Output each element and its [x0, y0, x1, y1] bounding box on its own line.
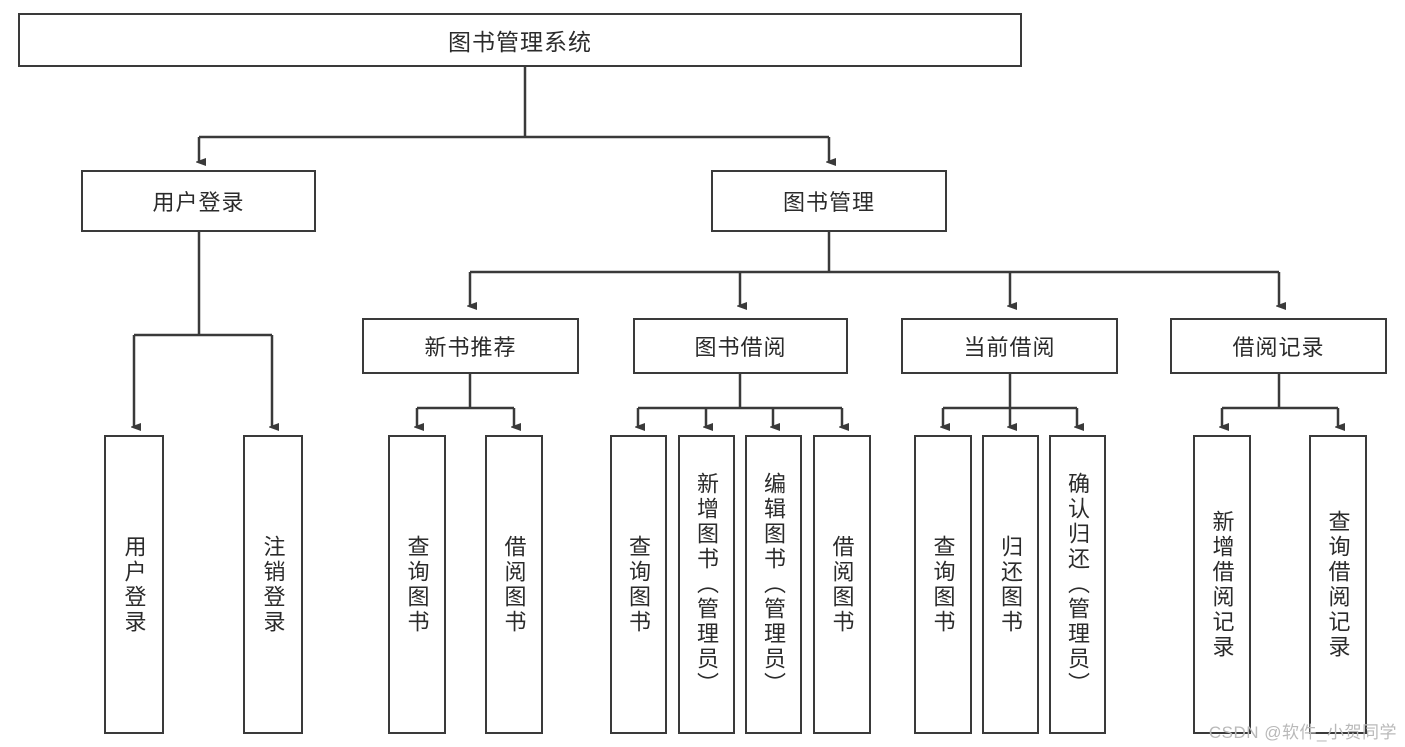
node-leaf-query-book-3-label: 查询图书	[930, 534, 956, 635]
node-user-login[interactable]: 用户登录	[81, 170, 316, 232]
node-leaf-edit-book[interactable]: 编辑图书（管理员）	[745, 435, 802, 734]
node-leaf-logout-login[interactable]: 注销登录	[243, 435, 303, 734]
node-new-book-recommend-label: 新书推荐	[424, 335, 517, 360]
node-leaf-edit-book-label: 编辑图书（管理员）	[761, 472, 787, 697]
node-leaf-query-book-2-label: 查询图书	[626, 534, 652, 635]
node-leaf-user-login-label: 用户登录	[121, 534, 147, 635]
node-leaf-borrow-book-1[interactable]: 借阅图书	[485, 435, 543, 734]
watermark: CSDN @软件_小贺同学	[1208, 723, 1397, 742]
node-leaf-borrow-book-2[interactable]: 借阅图书	[813, 435, 871, 734]
node-new-book-recommend[interactable]: 新书推荐	[362, 318, 579, 374]
node-book-manage[interactable]: 图书管理	[711, 170, 947, 232]
node-current-borrow[interactable]: 当前借阅	[901, 318, 1118, 374]
node-root[interactable]: 图书管理系统	[18, 13, 1022, 67]
node-leaf-query-record[interactable]: 查询借阅记录	[1309, 435, 1367, 734]
node-book-borrow-label: 图书借阅	[694, 335, 787, 360]
node-leaf-return-book[interactable]: 归还图书	[982, 435, 1039, 734]
node-user-login-label: 用户登录	[152, 190, 245, 215]
node-borrow-record-label: 借阅记录	[1232, 335, 1325, 360]
node-leaf-logout-login-label: 注销登录	[260, 534, 286, 635]
node-current-borrow-label: 当前借阅	[963, 335, 1056, 360]
node-leaf-query-book-3[interactable]: 查询图书	[914, 435, 972, 734]
node-leaf-query-book-1[interactable]: 查询图书	[388, 435, 446, 734]
node-leaf-add-book-label: 新增图书（管理员）	[694, 472, 720, 697]
node-leaf-return-book-label: 归还图书	[998, 534, 1024, 635]
node-book-borrow[interactable]: 图书借阅	[633, 318, 848, 374]
node-root-label: 图书管理系统	[448, 29, 592, 55]
node-leaf-add-record[interactable]: 新增借阅记录	[1193, 435, 1251, 734]
node-leaf-borrow-book-2-label: 借阅图书	[829, 534, 855, 635]
node-leaf-confirm-return-label: 确认归还（管理员）	[1065, 472, 1091, 697]
node-leaf-user-login[interactable]: 用户登录	[104, 435, 164, 734]
node-leaf-query-record-label: 查询借阅记录	[1325, 509, 1351, 660]
node-borrow-record[interactable]: 借阅记录	[1170, 318, 1387, 374]
node-leaf-query-book-2[interactable]: 查询图书	[610, 435, 667, 734]
node-leaf-borrow-book-1-label: 借阅图书	[501, 534, 527, 635]
node-leaf-add-book[interactable]: 新增图书（管理员）	[678, 435, 735, 734]
node-leaf-query-book-1-label: 查询图书	[404, 534, 430, 635]
node-book-manage-label: 图书管理	[782, 190, 875, 215]
node-leaf-add-record-label: 新增借阅记录	[1209, 509, 1235, 660]
node-leaf-confirm-return[interactable]: 确认归还（管理员）	[1049, 435, 1106, 734]
